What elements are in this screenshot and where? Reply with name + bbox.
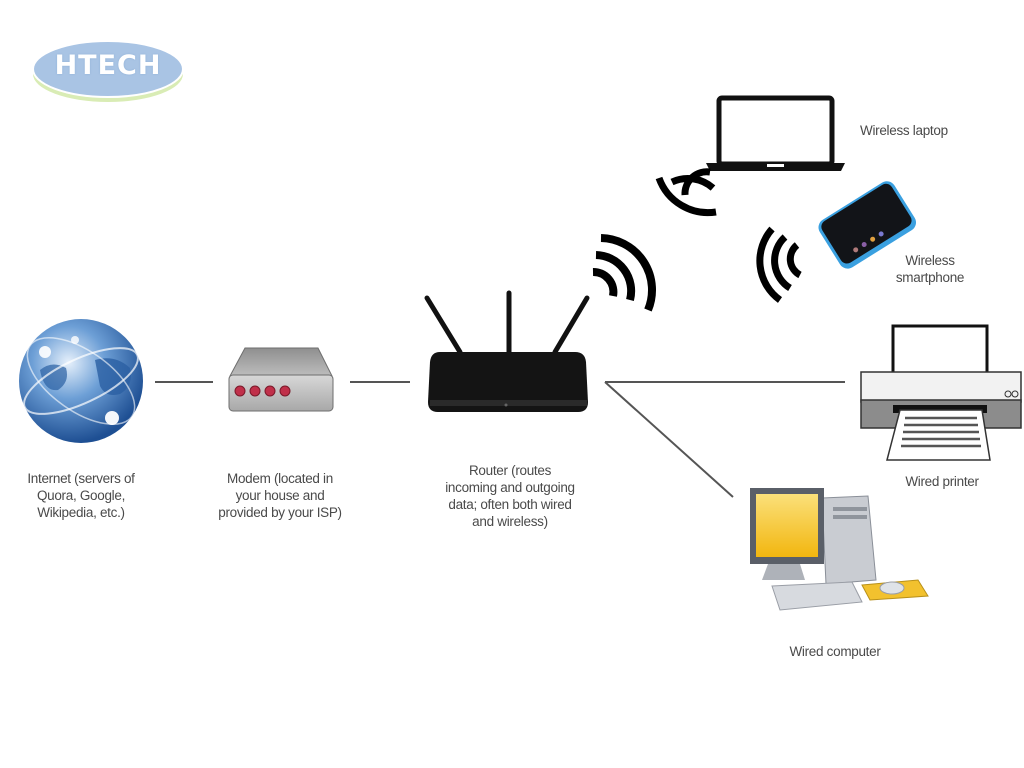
logo-text: HTECH (54, 50, 162, 81)
logo-ellipse (32, 40, 184, 102)
modem-led (264, 385, 276, 397)
modem-led (234, 385, 246, 397)
modem-label: Modem (located in your house and provide… (218, 471, 342, 520)
internet-label: Internet (servers of Quora, Google, Wiki… (27, 471, 135, 520)
modem-led (249, 385, 261, 397)
line-router-computer (604, 381, 734, 498)
smartphone-label: Wireless smartphone (895, 253, 965, 285)
htech-logo: HTECH (32, 38, 184, 104)
computer-label: Wired computer (789, 644, 881, 659)
router-label: Router (routes incoming and outgoing dat… (445, 463, 575, 529)
laptop-label: Wireless laptop (860, 123, 948, 138)
printer-label: Wired printer (905, 474, 979, 489)
modem-led (279, 385, 291, 397)
